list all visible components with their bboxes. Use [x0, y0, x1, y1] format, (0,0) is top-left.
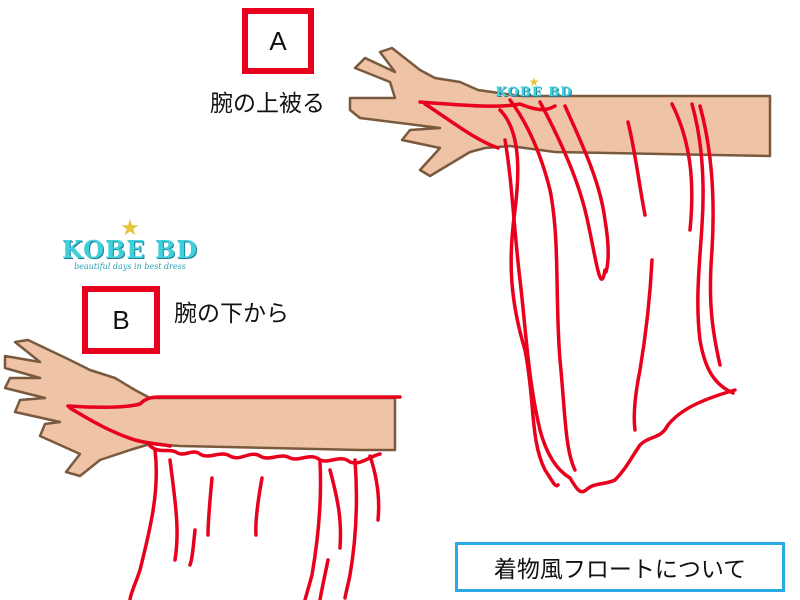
fabric-a-fold-1 — [508, 98, 577, 472]
kobe-bd-logo-small: ★ KOBE BD — [476, 76, 592, 99]
logo-name: KOBE BD — [61, 235, 199, 264]
fabric-a-hem — [568, 388, 737, 494]
fabric-b-drop-6 — [303, 460, 323, 600]
fabric-a-fold-6 — [670, 102, 694, 232]
fabric-b-drop-5 — [254, 476, 264, 537]
fabric-a-outer-left — [498, 108, 560, 488]
fabric-a-fold-2 — [538, 100, 607, 281]
fabric-b-drop-10 — [318, 558, 330, 600]
label-b: B — [82, 286, 160, 354]
fabric-a-lines — [418, 98, 737, 494]
fabric-b-drop-1 — [128, 448, 159, 600]
fabric-b-top-edge — [66, 395, 402, 410]
logo-name-small: KOBE BD — [495, 85, 573, 100]
fabric-a-fold-7 — [690, 102, 735, 395]
fabric-a-fold-8 — [698, 104, 722, 367]
fabric-b-drop-9 — [368, 454, 381, 522]
fabric-b-ruffle — [148, 444, 382, 465]
fabric-a-wrap-lower — [423, 102, 500, 150]
fabric-b-wrap-lower — [68, 406, 172, 448]
label-a: A — [242, 8, 314, 74]
footer-title: 着物風フロートについて — [455, 542, 785, 592]
label-b-text: B — [112, 304, 130, 335]
footer-title-text: 着物風フロートについて — [493, 557, 747, 583]
arm-b — [3, 338, 397, 478]
fabric-a-fold-3 — [563, 104, 610, 274]
fabric-a-fold-5 — [632, 258, 654, 432]
fabric-a-fold-4 — [626, 120, 647, 217]
star-icon-small: ★ — [528, 75, 540, 89]
fabric-b-drop-3 — [188, 528, 197, 567]
label-a-text: A — [269, 25, 287, 56]
arm-a — [348, 46, 772, 178]
caption-b: 腕の下から — [174, 301, 289, 327]
star-icon: ★ — [120, 216, 140, 241]
fabric-b-drop-2 — [168, 458, 179, 562]
fabric-b-lines — [66, 395, 402, 600]
fabric-b-drop-4 — [206, 476, 214, 537]
logo-tagline: beautiful days in best dress — [74, 262, 186, 271]
kobe-bd-logo: ★ KOBE BD beautiful days in best dress — [40, 218, 220, 271]
caption-a: 腕の上被る — [210, 91, 325, 117]
fabric-a-left-inner — [503, 138, 572, 480]
fabric-b-drop-8 — [343, 458, 359, 600]
fabric-b-drop-7 — [328, 468, 343, 550]
